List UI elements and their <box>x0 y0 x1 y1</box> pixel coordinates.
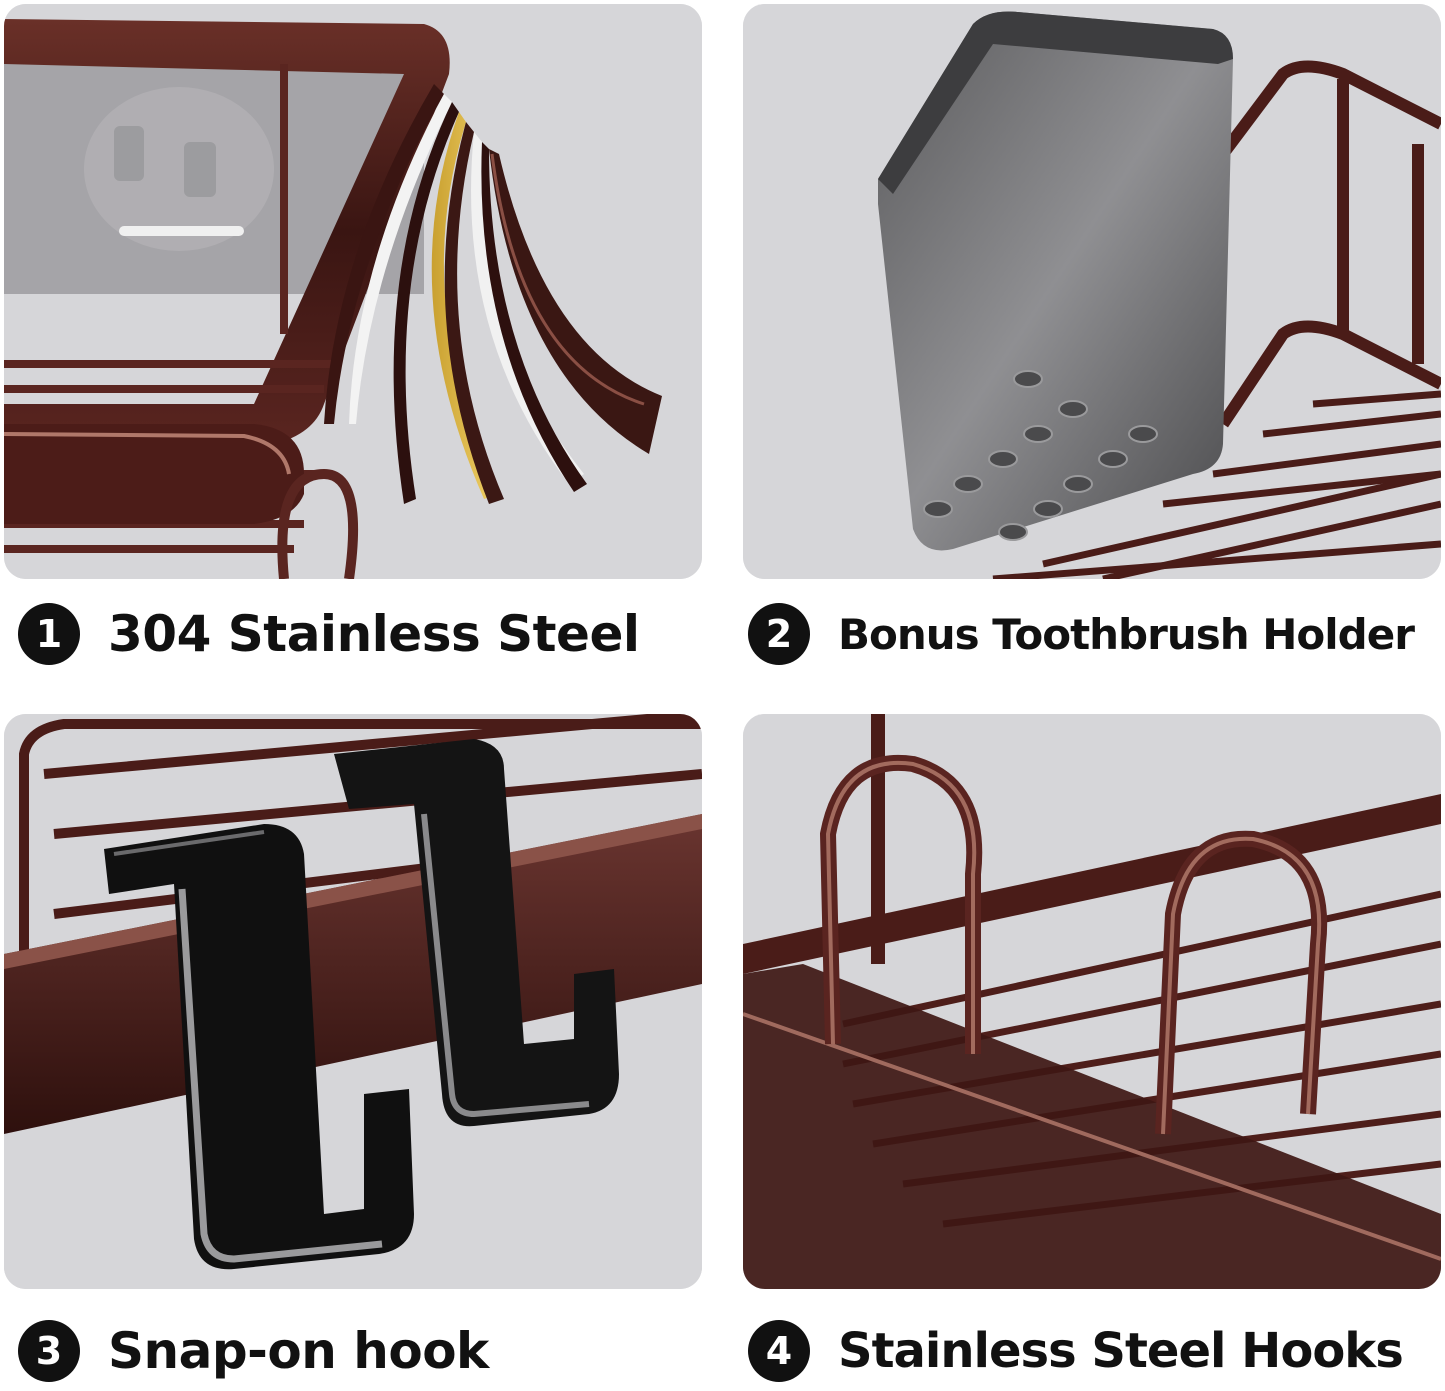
photo-stainless-steel-hooks <box>743 714 1441 1289</box>
photo-304-stainless-steel <box>4 4 702 579</box>
feature-caption-1: 1 304 Stainless Steel <box>18 594 640 674</box>
photo-snap-on-hook <box>4 714 702 1289</box>
feature-label: Snap-on hook <box>108 1322 489 1380</box>
feature-caption-3: 3 Snap-on hook <box>18 1311 489 1391</box>
toothbrush-holder-illustration <box>743 4 1441 579</box>
stainless-steel-layers-illustration <box>4 4 702 579</box>
feature-label: Bonus Toothbrush Holder <box>838 609 1415 659</box>
feature-number-badge: 1 <box>18 603 80 665</box>
snap-on-hooks-illustration <box>4 714 702 1289</box>
photo-bonus-toothbrush-holder <box>743 4 1441 579</box>
feature-number-badge: 3 <box>18 1320 80 1382</box>
feature-caption-4: 4 Stainless Steel Hooks <box>748 1311 1404 1391</box>
feature-caption-2: 2 Bonus Toothbrush Holder <box>748 594 1415 674</box>
feature-label: 304 Stainless Steel <box>108 605 640 663</box>
feature-number-badge: 4 <box>748 1320 810 1382</box>
wire-hooks-illustration <box>743 714 1441 1289</box>
feature-number-badge: 2 <box>748 603 810 665</box>
feature-label: Stainless Steel Hooks <box>838 1323 1404 1379</box>
